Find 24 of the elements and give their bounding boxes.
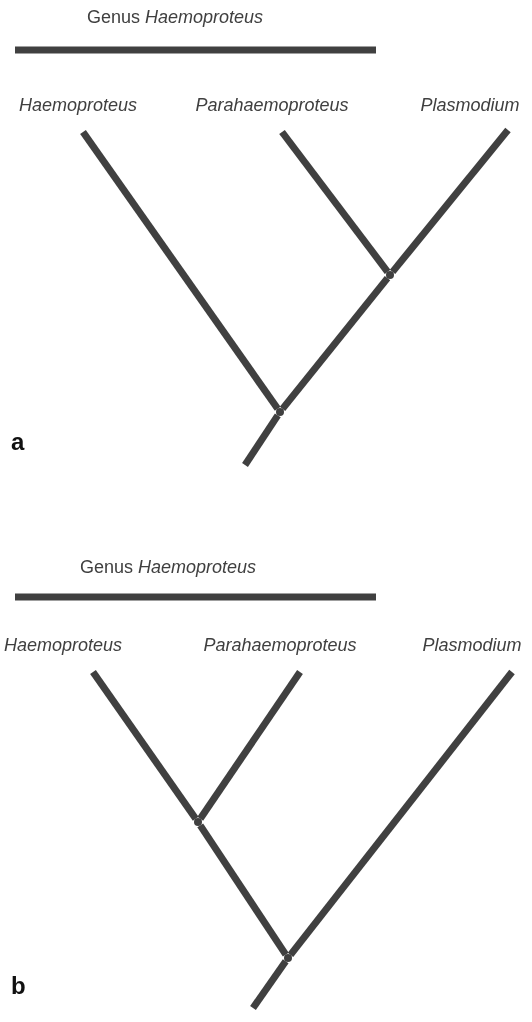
panel-letter: a: [11, 428, 25, 456]
panel-letter: b: [11, 972, 26, 1000]
group-label: Genus Haemoproteus: [80, 557, 257, 578]
taxon-label: Haemoproteus: [4, 634, 120, 672]
taxon-label: Plasmodium: [410, 94, 530, 130]
branch-point: [194, 818, 202, 826]
branch-line: [80, 130, 281, 411]
branch-line: [197, 823, 289, 957]
branch-line: [389, 127, 511, 275]
branch-line: [279, 275, 391, 412]
branch-line: [279, 129, 391, 274]
taxon-label: Parahaemoproteus: [190, 634, 370, 672]
branch-line: [197, 670, 303, 821]
branch-point: [284, 954, 292, 962]
branch-line: [90, 670, 199, 821]
taxon-label: Plasmodium: [414, 634, 530, 672]
taxon-label: Haemoproteus: [8, 94, 148, 132]
taxon-label: Parahaemoproteus: [182, 94, 362, 132]
branch-point: [386, 271, 394, 279]
group-label: Genus Haemoproteus: [87, 7, 264, 28]
branch-line: [242, 413, 281, 467]
branch-line: [250, 959, 289, 1010]
branch-point: [276, 408, 284, 416]
branch-line: [287, 669, 515, 957]
